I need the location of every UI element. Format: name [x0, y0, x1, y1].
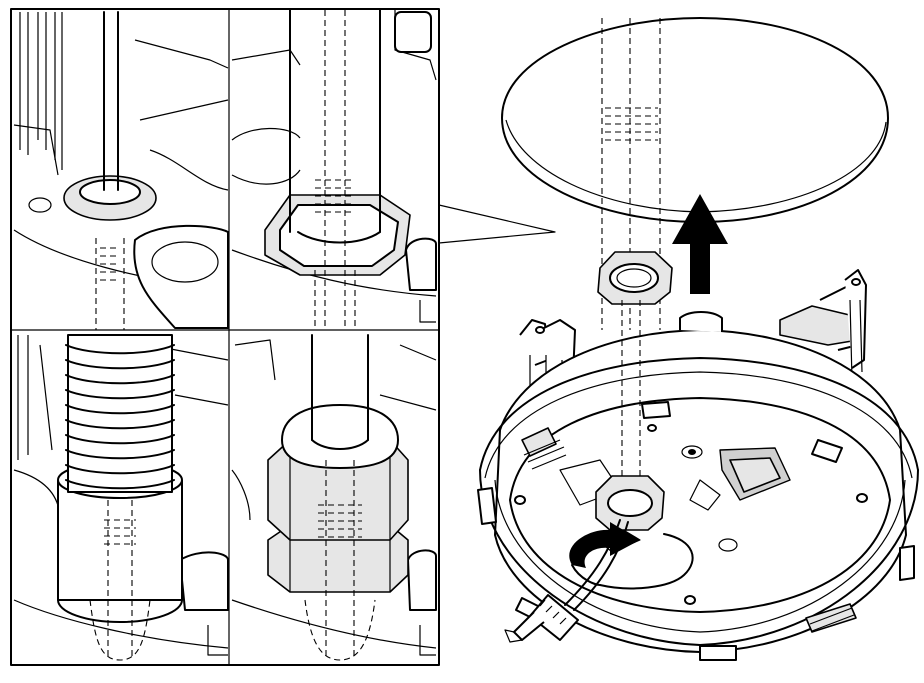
network-cable: [504, 519, 629, 643]
panel-1-cable-gasket: [13, 11, 229, 330]
locknut-part: [597, 251, 673, 305]
ceiling-surface: [501, 17, 889, 330]
mounting-ring: [477, 269, 919, 661]
callout-wedge: [438, 204, 556, 244]
panel-4-coupling-nut: [231, 334, 437, 661]
corrugated-conduit: [65, 334, 175, 493]
panel-3-flex-conduit: [13, 334, 229, 661]
up-arrow-icon: [672, 194, 728, 294]
panel-2-conduit-locknut: [231, 9, 437, 330]
detail-panel-grid: [10, 8, 440, 666]
